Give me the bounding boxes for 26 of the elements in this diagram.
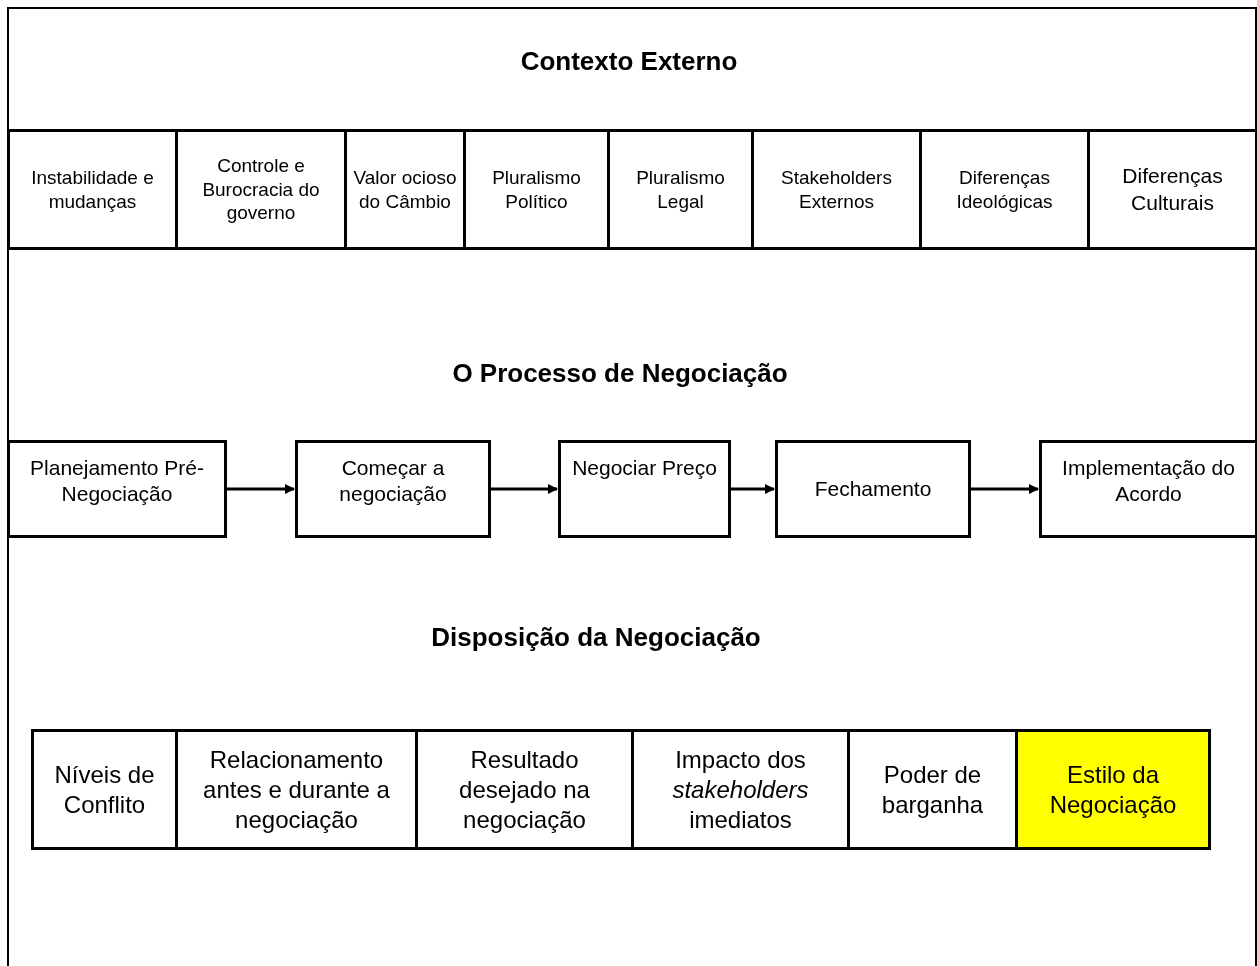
section-heading: Disposição da Negociação [431,621,761,654]
text-box: Fechamento [775,440,971,538]
text-box: Stakeholders Externos [751,129,922,250]
text-box: Controle e Burocracia do governo [175,129,347,250]
text-box: Resultado desejado na negociação [415,729,634,850]
arrow [225,484,295,494]
section-heading: O Processo de Negociação [452,357,788,390]
arrow [969,484,1039,494]
text-box: Valor ocioso do Câmbio [344,129,466,250]
text-box: Negociar Preço [558,440,731,538]
text-box: Impacto dos stakeholders imediatos [631,729,850,850]
text-box: Poder de barganha [847,729,1018,850]
text-box: Níveis de Conflito [31,729,178,850]
text-box: Diferenças Ideológicas [919,129,1090,250]
text-box: Instabilidade e mudanças [7,129,178,250]
text-box: Pluralismo Legal [607,129,754,250]
text-box: Pluralismo Político [463,129,610,250]
arrow [729,484,775,494]
arrow [489,484,558,494]
text-box: Diferenças Culturais [1087,129,1257,250]
text-box: Começar a negociação [295,440,491,538]
section-heading: Contexto Externo [520,45,738,78]
text-box: Planejamento Pré-Negociação [7,440,227,538]
text-box: Relacionamento antes e durante a negociação [175,729,418,850]
text-box: Implementação do Acordo [1039,440,1257,538]
text-box: Estilo da Negociação [1015,729,1211,850]
